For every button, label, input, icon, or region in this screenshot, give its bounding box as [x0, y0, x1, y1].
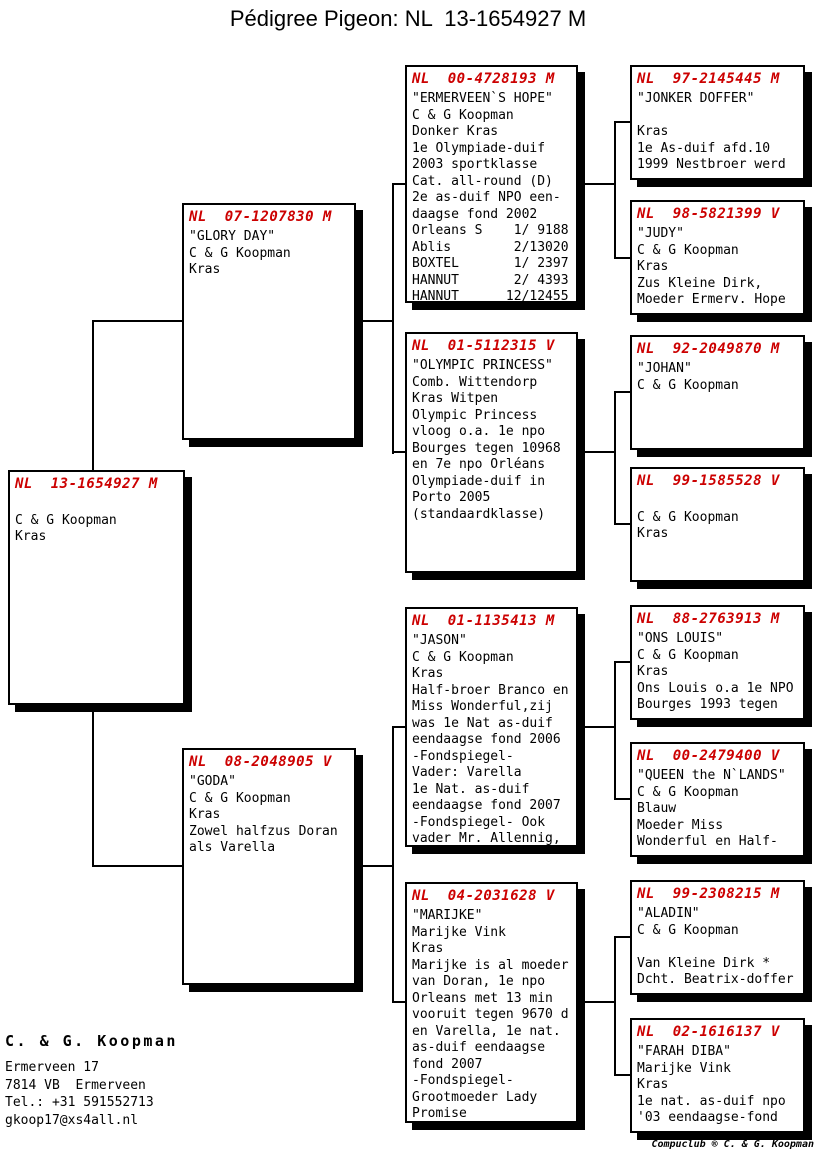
connector-line — [614, 661, 632, 663]
ring-number: NL 88-2763913 M — [637, 611, 780, 627]
pigeon-details: "MARIJKE" Marijke Vink Kras Marijke is a… — [412, 908, 569, 1121]
connector-line — [576, 451, 616, 453]
pedigree-box-nl-99-1585528: NL 99-1585528 V C & G Koopman Kras — [630, 467, 805, 582]
connector-line — [614, 936, 632, 938]
connector-line — [92, 320, 184, 322]
ring-number: NL 92-2049870 M — [637, 341, 780, 357]
pedigree-box-marijke: NL 04-2031628 V "MARIJKE" Marijke Vink K… — [405, 882, 578, 1123]
pedigree-box-queen-the-nlands: NL 00-2479400 V "QUEEN the N`LANDS" C & … — [630, 742, 805, 857]
connector-line — [614, 1074, 632, 1076]
ring-number: NL 01-1135413 M — [412, 613, 555, 629]
connector-line — [392, 726, 394, 1003]
pigeon-details: C & G Koopman Kras — [637, 509, 739, 542]
connector-line — [392, 1001, 407, 1003]
connector-line — [92, 865, 184, 867]
pigeon-details: "JASON" C & G Koopman Kras Half-broer Br… — [412, 633, 569, 846]
connector-line — [614, 798, 632, 800]
connector-line — [354, 320, 394, 322]
ring-number: NL 99-1585528 V — [637, 473, 780, 489]
connector-line — [614, 257, 632, 259]
ring-number: NL 07-1207830 M — [189, 209, 332, 225]
pigeon-details: "QUEEN the N`LANDS" C & G Koopman Blauw … — [637, 768, 786, 849]
connector-line — [392, 726, 407, 728]
pedigree-box-farah-diba: NL 02-1616137 V "FARAH DIBA" Marijke Vin… — [630, 1018, 805, 1133]
ring-number: NL 02-1616137 V — [637, 1024, 780, 1040]
connector-line — [392, 183, 394, 454]
ring-number: NL 04-2031628 V — [412, 888, 555, 904]
ring-number: NL 99-2308215 M — [637, 886, 780, 902]
pedigree-box-ons-louis: NL 88-2763913 M "ONS LOUIS" C & G Koopma… — [630, 605, 805, 720]
connector-line — [614, 523, 632, 525]
connector-line — [614, 391, 632, 393]
connector-line — [354, 865, 394, 867]
ring-number: NL 01-5112315 V — [412, 338, 555, 354]
ring-number: NL 13-1654927 M — [15, 476, 158, 492]
connector-line — [614, 936, 616, 1076]
connector-line — [614, 121, 616, 259]
pedigree-box-subject: NL 13-1654927 M C & G Koopman Kras — [8, 470, 185, 705]
pedigree-box-goda: NL 08-2048905 V "GODA" C & G Koopman Kra… — [182, 748, 356, 985]
pigeon-details: "ALADIN" C & G Koopman Van Kleine Dirk *… — [637, 906, 794, 987]
pigeon-details: "GLORY DAY" C & G Koopman Kras — [189, 229, 291, 277]
page-title: Pédigree Pigeon: NL 13-1654927 M — [229, 6, 587, 31]
connector-line — [576, 183, 616, 185]
pigeon-details: "JONKER DOFFER" Kras 1e As-duif afd.10 1… — [637, 91, 786, 172]
compuclub-credit: Compuclub ® C. & G. Koopman — [651, 1139, 814, 1150]
ring-number: NL 00-2479400 V — [637, 748, 780, 764]
connector-line — [392, 451, 407, 453]
ring-number: NL 97-2145445 M — [637, 71, 780, 87]
owner-address: Ermerveen 17 7814 VB Ermerveen Tel.: +31… — [5, 1060, 154, 1128]
pigeon-details: "ONS LOUIS" C & G Koopman Kras Ons Louis… — [637, 631, 794, 712]
pedigree-box-jonker-doffer: NL 97-2145445 M "JONKER DOFFER" Kras 1e … — [630, 65, 805, 180]
owner-name: C. & G. Koopman — [5, 1032, 178, 1050]
pigeon-details: "JUDY" C & G Koopman Kras Zus Kleine Dir… — [637, 226, 786, 307]
pedigree-box-aladin: NL 99-2308215 M "ALADIN" C & G Koopman V… — [630, 880, 805, 995]
connector-line — [614, 391, 616, 525]
connector-line — [614, 121, 632, 123]
pigeon-details: "ERMERVEEN`S HOPE" C & G Koopman Donker … — [412, 91, 569, 304]
pedigree-box-johan: NL 92-2049870 M "JOHAN" C & G Koopman — [630, 335, 805, 450]
pedigree-box-olympic-princess: NL 01-5112315 V "OLYMPIC PRINCESS" Comb.… — [405, 332, 578, 573]
pigeon-details: "FARAH DIBA" Marijke Vink Kras 1e nat. a… — [637, 1044, 786, 1125]
pigeon-details: "GODA" C & G Koopman Kras Zowel halfzus … — [189, 774, 338, 855]
pigeon-details: "OLYMPIC PRINCESS" Comb. Wittendorp Kras… — [412, 358, 561, 522]
ring-number: NL 00-4728193 M — [412, 71, 555, 87]
pedigree-box-glory-day: NL 07-1207830 M "GLORY DAY" C & G Koopma… — [182, 203, 356, 440]
pedigree-box-ermerveens-hope: NL 00-4728193 M "ERMERVEEN`S HOPE" C & G… — [405, 65, 578, 304]
pigeon-details: "JOHAN" C & G Koopman — [637, 361, 739, 393]
pigeon-details: C & G Koopman Kras — [15, 512, 117, 545]
pedigree-box-judy: NL 98-5821399 V "JUDY" C & G Koopman Kra… — [630, 200, 805, 315]
ring-number: NL 98-5821399 V — [637, 206, 780, 222]
ring-number: NL 08-2048905 V — [189, 754, 332, 770]
connector-line — [576, 1001, 616, 1003]
connector-line — [614, 661, 616, 800]
connector-line — [576, 726, 616, 728]
pedigree-box-jason: NL 01-1135413 M "JASON" C & G Koopman Kr… — [405, 607, 578, 847]
connector-line — [392, 183, 407, 185]
